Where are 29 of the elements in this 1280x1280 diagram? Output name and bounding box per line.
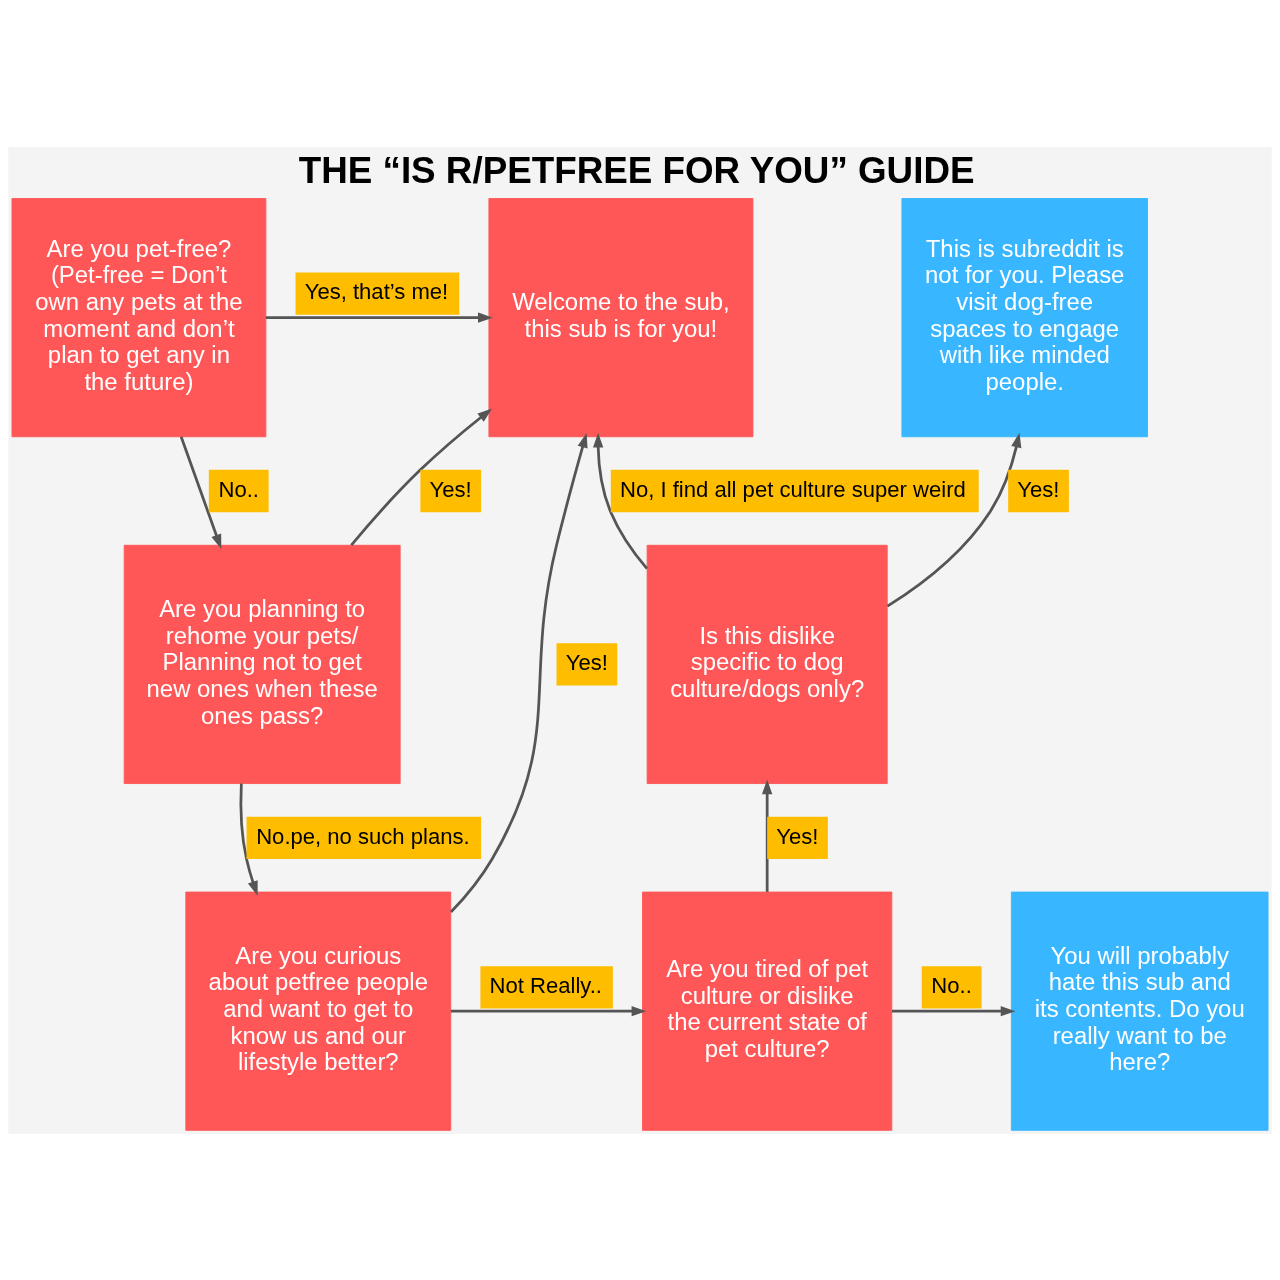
arrow: [350, 408, 493, 546]
node-box: Is this dislike specific to dog culture/dogs only?: [646, 544, 888, 784]
edge-label: No..: [931, 972, 972, 998]
arrow: [179, 435, 222, 549]
arrow: [449, 432, 588, 913]
node-box: Are you pet-free? (Pet-free = Don’t own any pets at the moment and don’t plan to get any in the future): [11, 197, 267, 437]
edge-label: No, I find all pet culture super weird: [619, 476, 966, 502]
edge-label: No.pe, no such plans.: [256, 823, 470, 849]
arrow: [239, 783, 258, 896]
node-box: You will probably hate this sub and its contents. Do you really want to be here?: [1010, 891, 1269, 1131]
edge-label: Yes, that’s me!: [304, 278, 449, 304]
arrow: [762, 778, 773, 892]
edge-label: Yes!: [565, 649, 608, 675]
arrow: [892, 1005, 1016, 1016]
node-box: Are you tired of pet culture or dislike the current state of pet culture?: [642, 891, 893, 1131]
edge-label: Yes!: [1017, 476, 1060, 502]
arrow: [886, 432, 1022, 607]
edge-label: Yes!: [776, 823, 819, 849]
node-box: Are you curious about petfree people and want to get to know us and our lifestyle better?: [185, 891, 452, 1131]
edge-label: No..: [218, 476, 259, 502]
edge-label: Not Really..: [489, 972, 603, 998]
edge-label: Yes!: [429, 476, 472, 502]
arrow: [450, 1005, 647, 1016]
node-box: Welcome to the sub, this sub is for you!: [488, 197, 754, 437]
arrow: [265, 311, 493, 323]
arrow: [592, 432, 648, 569]
node-box: This is subreddit is not for you. Please visit dog-free spaces to engage with like minded people.: [901, 197, 1148, 437]
diagram-title: THE “IS R/PETFREE FOR YOU” GUIDE: [298, 149, 975, 191]
node-box: Are you planning to rehome your pets/ Planning not to get new ones when these ones pass?: [123, 544, 401, 784]
